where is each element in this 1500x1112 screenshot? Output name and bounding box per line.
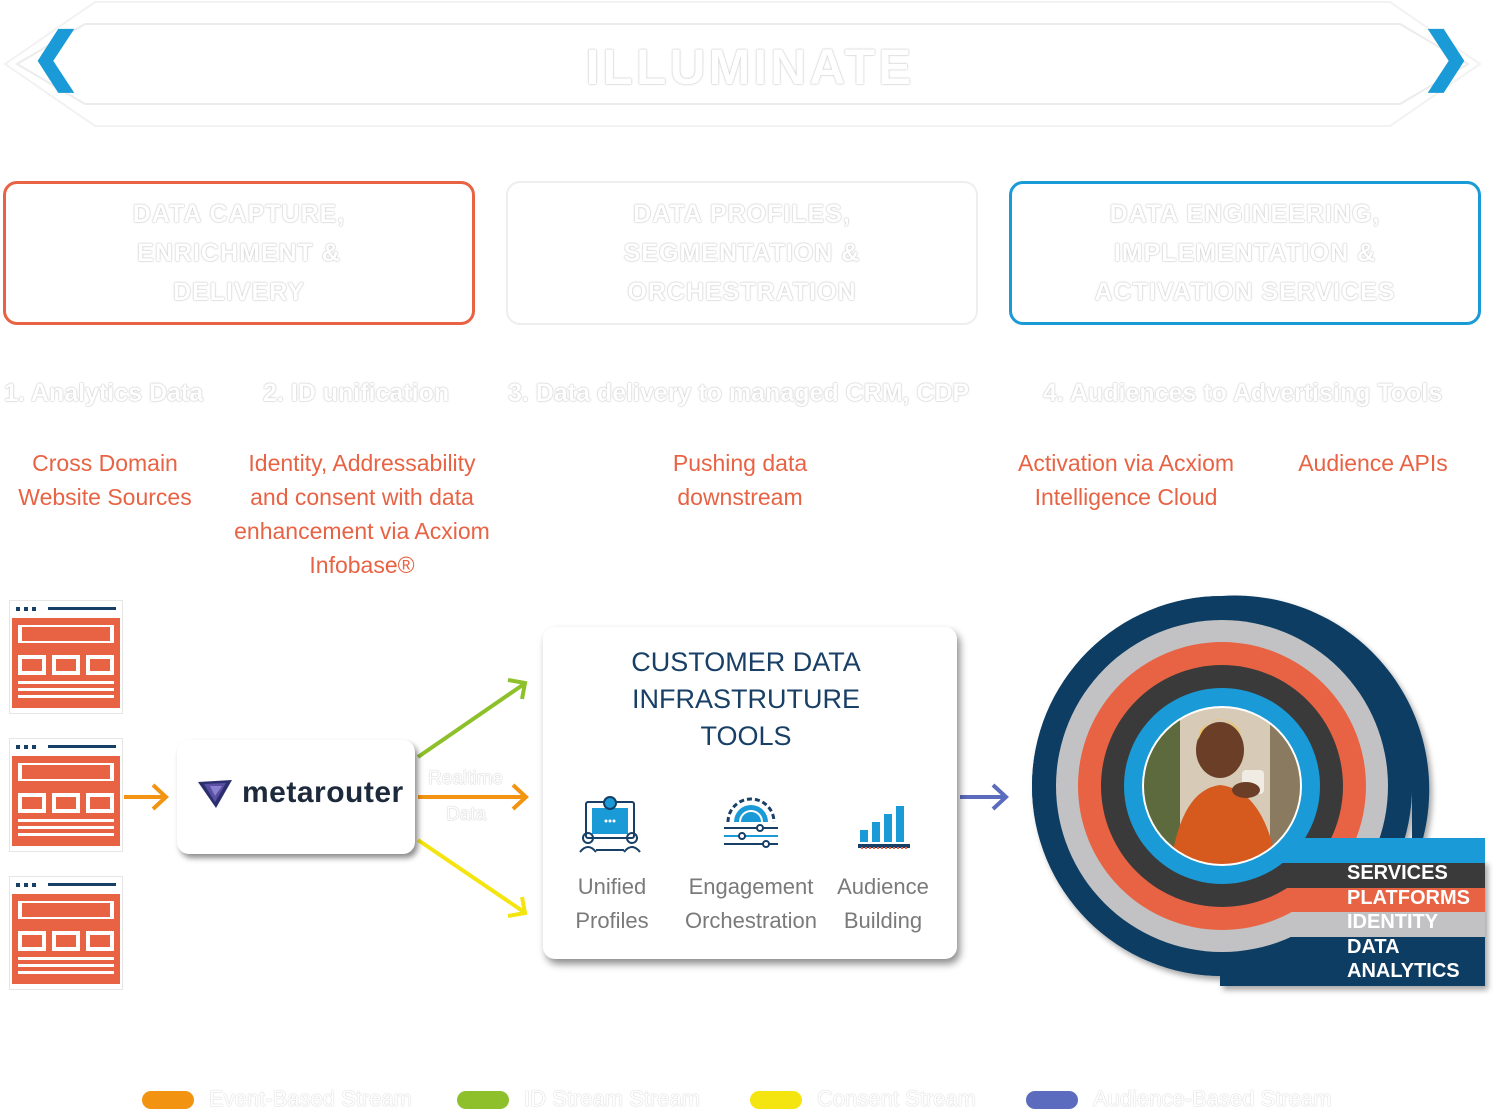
banner-frame xyxy=(3,1,1482,127)
flow-arrows xyxy=(124,678,1009,918)
cdi-title-line: TOOLS xyxy=(700,721,792,751)
metarouter-logo-icon xyxy=(198,780,232,808)
legend-label-consent: Consent Stream xyxy=(817,1086,976,1111)
step-data-delivery: 3. Data delivery to managed CRM, CDP xyxy=(508,379,970,407)
stack-label-identity: IDENTITY xyxy=(1347,911,1439,933)
desc-line: Identity, Addressability xyxy=(248,450,476,476)
desc-line: Intelligence Cloud xyxy=(1034,484,1218,510)
realtime-label: Realtime xyxy=(428,768,503,789)
desc-line: Infobase® xyxy=(309,552,415,578)
desc-activation: Activation via Acxiom Intelligence Cloud xyxy=(995,446,1257,514)
tool-label-line: Orchestration xyxy=(684,908,818,933)
tool-label-line: Building xyxy=(843,908,923,933)
step-id-unification: 2. ID unification xyxy=(263,379,450,407)
stack-label-data: DATA xyxy=(1347,936,1400,958)
stack-label-analytics: ANALYTICS xyxy=(1347,960,1460,982)
phase-line: SEGMENTATION & xyxy=(623,238,861,267)
bar-chart-icon xyxy=(858,806,910,849)
phase-line: DATA ENGINEERING, xyxy=(1109,199,1381,228)
cdi-title-line: CUSTOMER DATA xyxy=(631,647,861,677)
desc-line: downstream xyxy=(677,484,803,510)
phase-line: ACTIVATION SERVICES xyxy=(1094,277,1396,306)
phase-line: DATA PROFILES, xyxy=(633,199,851,228)
step-analytics-data: 1. Analytics Data xyxy=(4,379,204,407)
desc-line: Website Sources xyxy=(18,484,192,510)
tool-audience-building: Audience Building xyxy=(828,870,938,938)
desc-line: enhancement via Acxiom xyxy=(234,518,490,544)
desc-identity: Identity, Addressability and consent wit… xyxy=(216,446,508,582)
website-icon xyxy=(9,738,123,852)
desc-apis: Audience APIs xyxy=(1283,446,1463,480)
engagement-gear-icon xyxy=(724,797,778,848)
tool-label-line: Engagement xyxy=(688,874,814,899)
website-icon xyxy=(9,600,123,714)
cdi-title-line: INFRASTRUTURE xyxy=(632,684,860,714)
legend-swatch-consent xyxy=(750,1091,802,1109)
stack-label-services: SERVICES xyxy=(1347,862,1448,884)
legend-label-audience: Audience-Based Stream xyxy=(1093,1086,1332,1111)
website-icon xyxy=(9,876,123,990)
chevron-right-icon[interactable]: ❯ xyxy=(1420,22,1472,91)
desc-line: and consent with data xyxy=(250,484,474,510)
stack-label-platforms: PLATFORMS xyxy=(1347,887,1470,909)
phase-box-engineering: DATA ENGINEERING, IMPLEMENTATION & ACTIV… xyxy=(1009,181,1481,325)
cdi-title: CUSTOMER DATA INFRASTRUTURE TOOLS xyxy=(543,644,949,755)
stack-rings xyxy=(1032,595,1485,986)
desc-line: Cross Domain xyxy=(32,450,178,476)
phase-box-profiles: DATA PROFILES, SEGMENTATION & ORCHESTRAT… xyxy=(506,181,978,325)
metarouter-name: metarouter xyxy=(242,776,404,809)
legend-label-event: Event-Based Stream xyxy=(209,1086,412,1111)
phase-box-capture: DATA CAPTURE, ENRICHMENT & DELIVERY xyxy=(3,181,475,325)
desc-pushing: Pushing data downstream xyxy=(630,446,850,514)
legend-swatch-id xyxy=(457,1091,509,1109)
legend-swatch-audience xyxy=(1026,1091,1078,1109)
phase-line: IMPLEMENTATION & xyxy=(1113,238,1377,267)
legend-label-id: ID Stream Stream xyxy=(524,1086,701,1111)
realtime-label-data: Data xyxy=(446,804,487,825)
event-arrow-in xyxy=(124,783,169,811)
banner-title: ILLUMINATE xyxy=(585,39,915,95)
tool-label-line: Unified xyxy=(577,874,647,899)
event-arrow-out xyxy=(418,783,529,811)
tool-label-line: Profiles xyxy=(575,908,649,933)
phase-line: DELIVERY xyxy=(172,277,306,306)
legend-swatch-event xyxy=(142,1091,194,1109)
consent-arrow xyxy=(416,838,528,918)
tool-engagement-orchestration: Engagement Orchestration xyxy=(676,870,826,938)
tool-unified-profiles: Unified Profiles xyxy=(554,870,670,938)
chevron-left-icon[interactable]: ❮ xyxy=(30,22,82,91)
tool-label-line: Audience xyxy=(837,874,929,899)
desc-cross-domain: Cross Domain Website Sources xyxy=(4,446,206,514)
phase-line: ENRICHMENT & xyxy=(137,238,341,267)
step-audiences: 4. Audiences to Advertising Tools xyxy=(1043,379,1443,407)
id-stream-arrow xyxy=(416,678,528,759)
unified-profiles-icon xyxy=(579,796,641,853)
phase-line: DATA CAPTURE, xyxy=(132,199,346,228)
desc-line: Audience APIs xyxy=(1298,450,1448,476)
phase-line: ORCHESTRATION xyxy=(627,277,857,306)
desc-line: Pushing data xyxy=(672,450,808,476)
audience-arrow xyxy=(960,783,1009,811)
cdi-tools-box xyxy=(543,627,957,959)
desc-line: Activation via Acxiom xyxy=(1017,450,1235,476)
